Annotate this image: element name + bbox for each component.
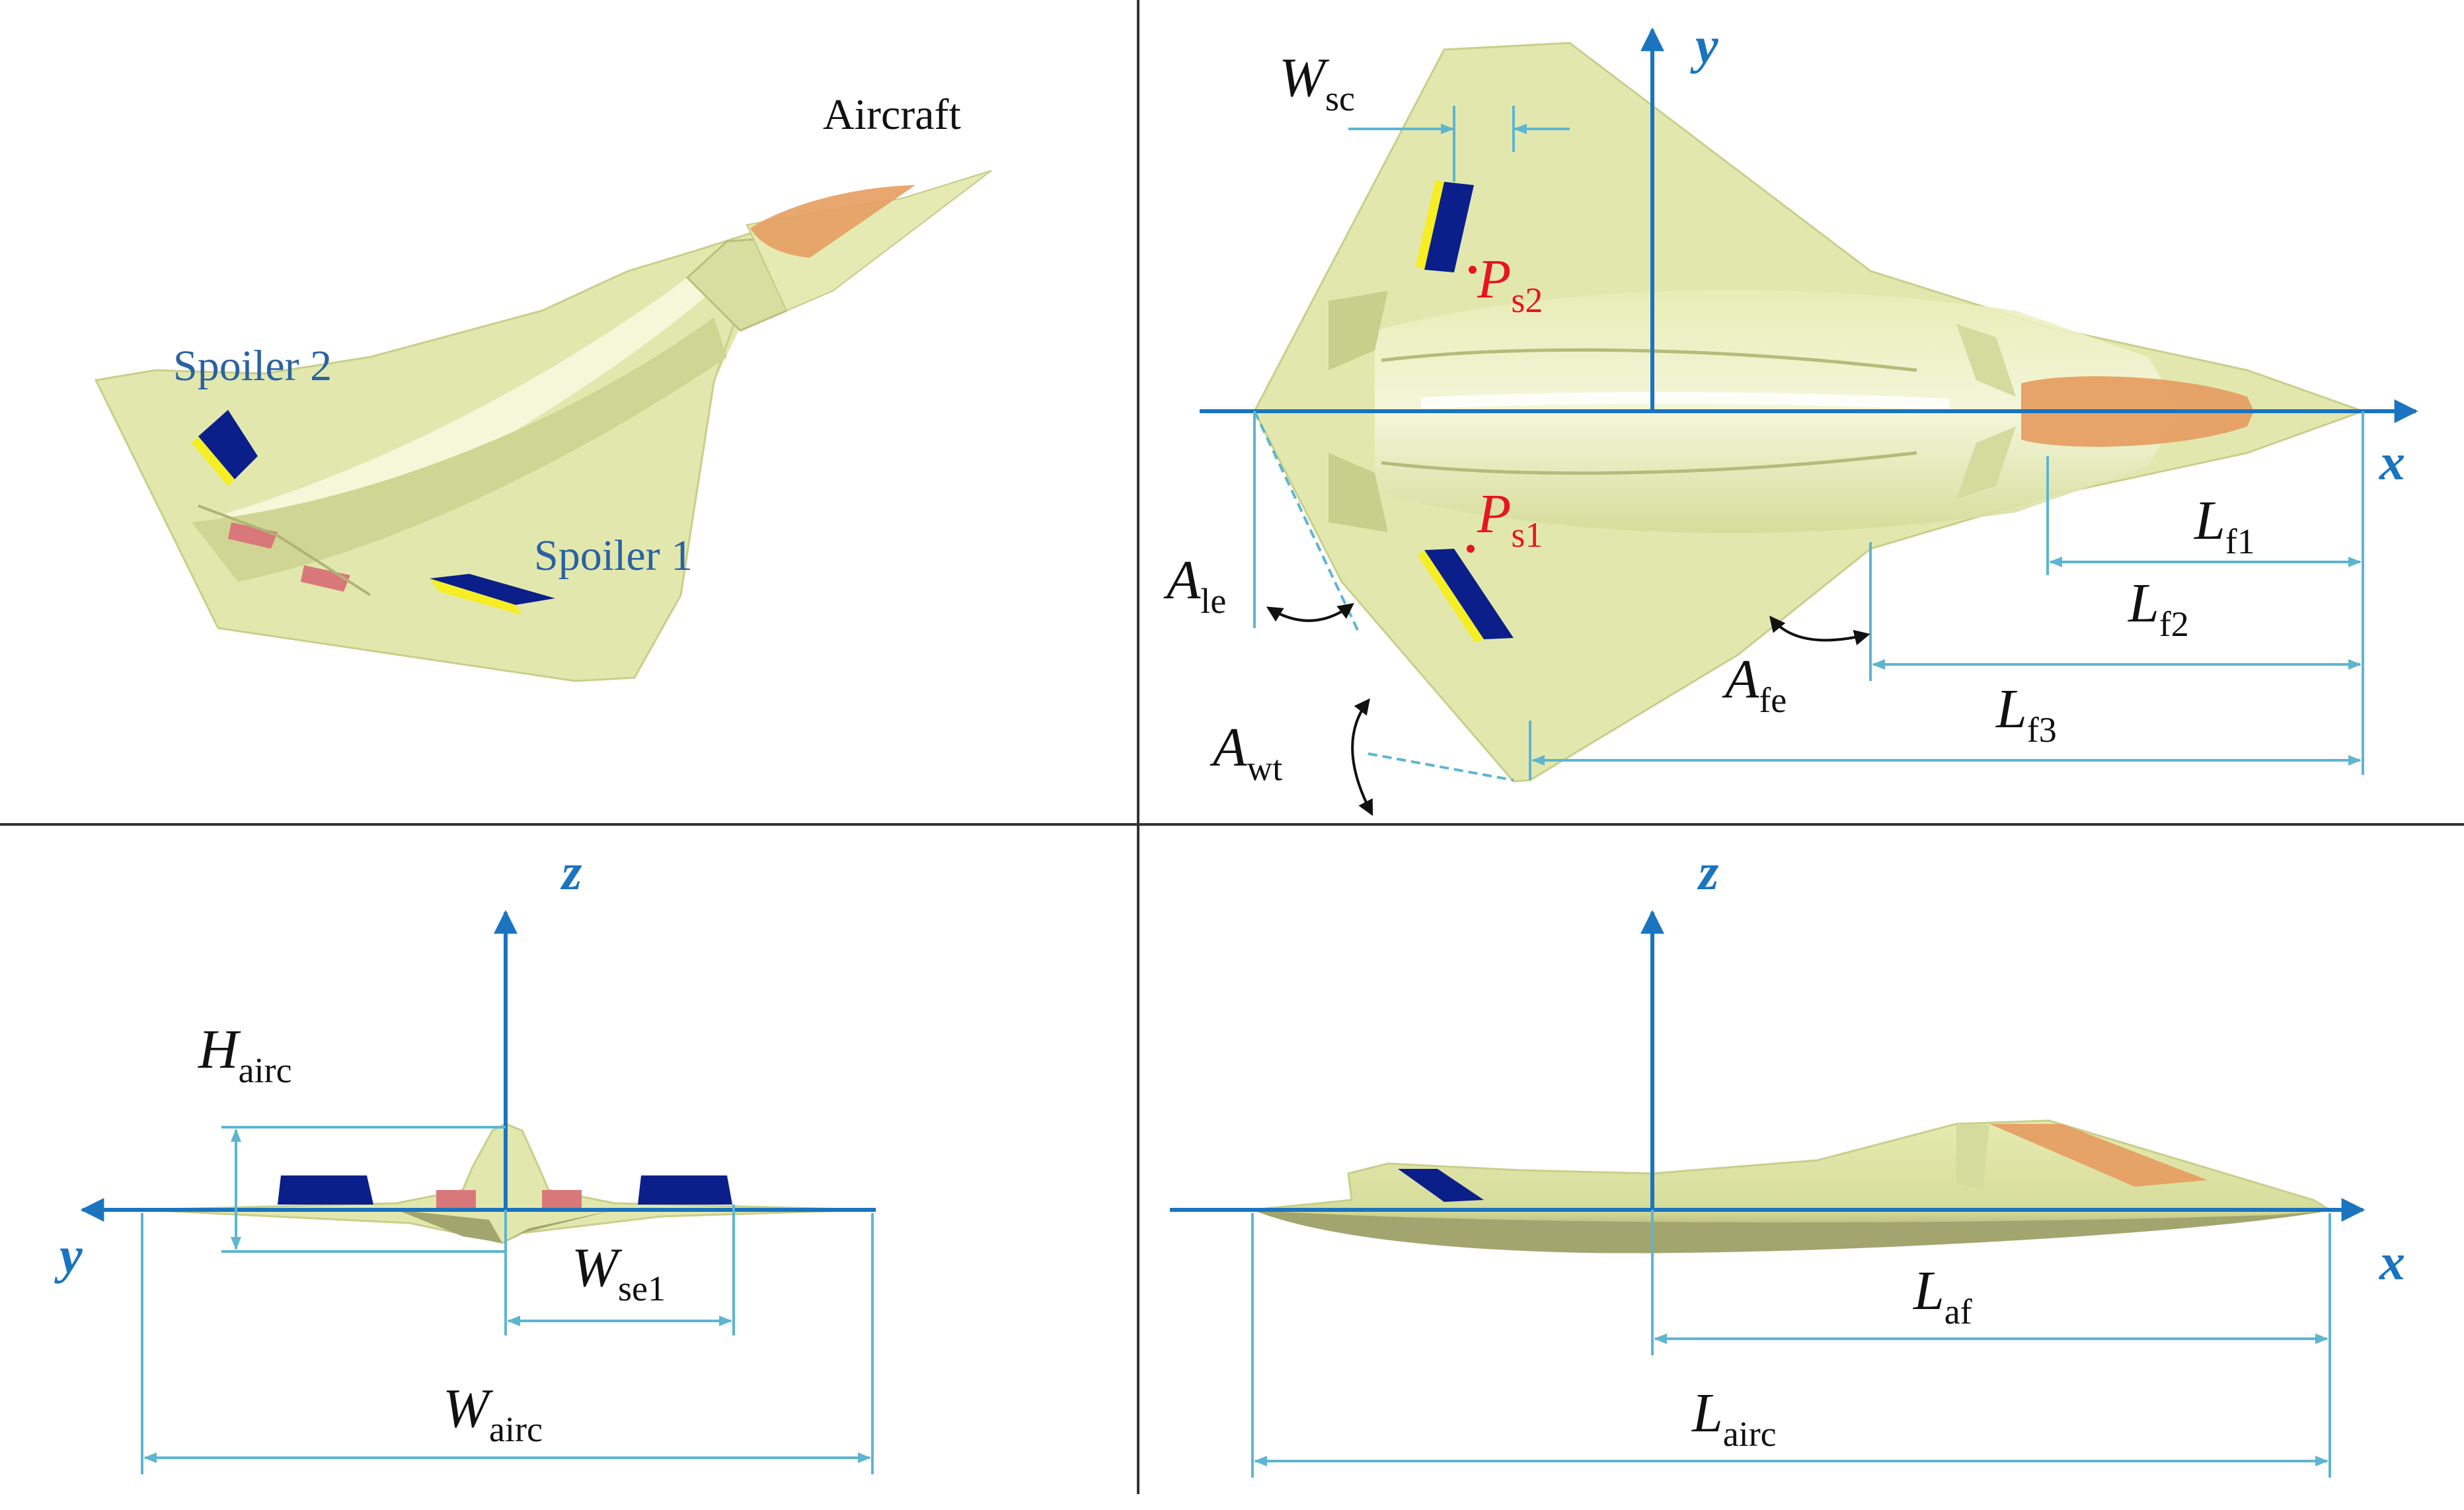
label-afe: Afe	[1722, 649, 1787, 720]
panel-side-view: z x Laf Lairc	[1170, 843, 2405, 1478]
label-lf2: Lf2	[2128, 573, 2189, 644]
label-ps2: Ps2	[1477, 249, 1543, 320]
label-wairc: Wairc	[443, 1378, 543, 1449]
label-awt: Awt	[1210, 717, 1282, 788]
front-axis-label-y: y	[54, 1226, 83, 1284]
side-axis-label-z: z	[1697, 843, 1719, 900]
spoiler-s1-top	[1418, 549, 1514, 643]
label-ale: Ale	[1163, 549, 1226, 621]
panel-front-view: z y Hairc Wse1 Wairc	[54, 843, 876, 1474]
label-wsc: Wsc	[1279, 47, 1355, 118]
side-dimension-lines	[1251, 1210, 2331, 1478]
label-wse1: Wse1	[572, 1237, 666, 1308]
top-axis-label-x: x	[2379, 433, 2405, 491]
aircraft-iso-body	[94, 170, 992, 682]
front-dimension-lines	[141, 1126, 874, 1474]
front-axis-label-z: z	[560, 843, 582, 900]
aircraft-side-body	[1252, 1119, 2333, 1253]
panel-top-view: y x Wsc Ps2 Ps1 Lf1 Lf2 Lf3 Ale Afe Awt	[1163, 17, 2418, 816]
side-axis-label-x: x	[2379, 1233, 2405, 1291]
top-angle-arrows	[1266, 603, 1870, 816]
label-lairc: Lairc	[1691, 1382, 1777, 1454]
label-hairc: Hairc	[198, 1019, 292, 1090]
label-spoiler-2: Spoiler 2	[173, 342, 332, 390]
spoiler-s2-top	[1416, 180, 1474, 272]
point-ps2	[1469, 266, 1477, 274]
label-ps1: Ps1	[1477, 483, 1543, 555]
label-lf3: Lf3	[1995, 678, 2057, 750]
top-dimension-lines	[1253, 106, 2364, 781]
spoiler-1-shape	[430, 574, 555, 615]
label-lf1: Lf1	[2194, 490, 2255, 561]
label-aircraft: Aircraft	[823, 91, 961, 139]
top-axis-label-y: y	[1690, 17, 1718, 74]
spoiler-2-shape	[192, 410, 258, 486]
label-spoiler-1: Spoiler 1	[534, 532, 693, 580]
point-ps1	[1467, 545, 1475, 553]
label-laf: Laf	[1913, 1260, 1972, 1331]
panel-isometric: Aircraft Spoiler 2 Spoiler 1	[94, 91, 992, 682]
